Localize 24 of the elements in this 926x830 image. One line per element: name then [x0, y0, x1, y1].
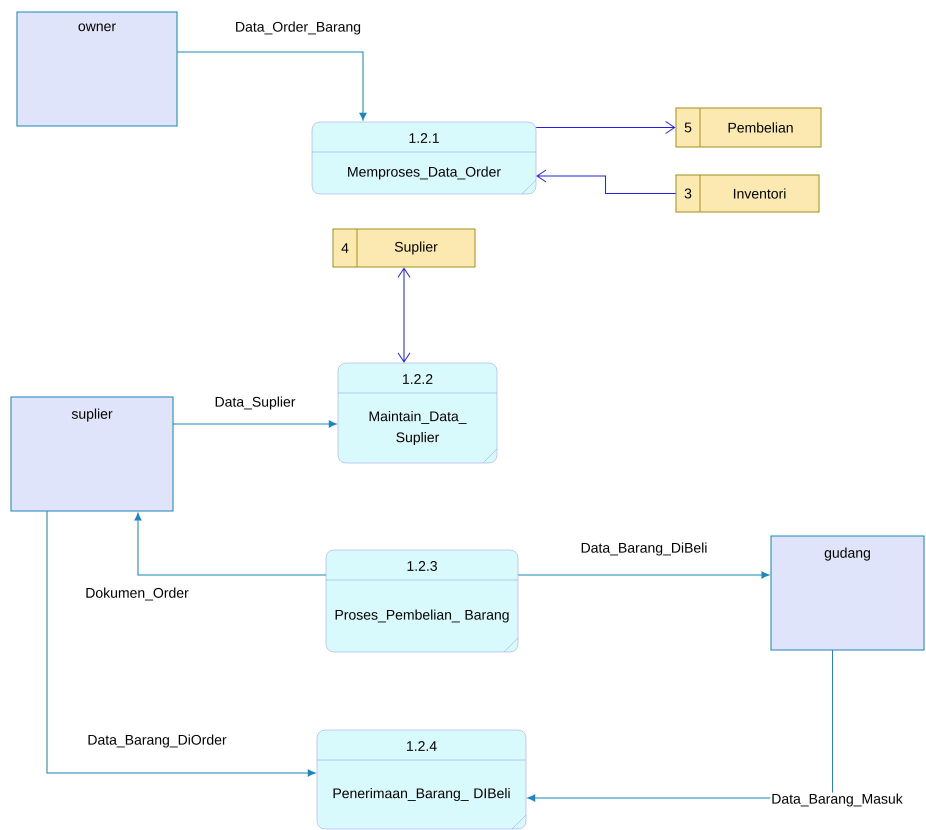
arrow — [518, 571, 770, 579]
arrow — [398, 268, 410, 363]
edge-label: Data_Order_Barang — [234, 20, 362, 36]
external-entity-box: owner — [16, 12, 178, 126]
external-entity-box: gudang — [770, 536, 924, 650]
arrow — [173, 420, 337, 428]
process-box: 1.2.2 Maintain_Data_ Suplier — [338, 362, 498, 464]
data-store-box: 4 Suplier — [332, 228, 476, 268]
edge-label: Data_Barang_DiOrder — [86, 733, 228, 749]
edge-label: Dokumen_Order — [84, 586, 190, 602]
process-box: 1.2.3 Proses_Pembelian_ Barang — [326, 550, 518, 652]
process-box: 1.2.4 Penerimaan_Barang_ DIBeli — [316, 730, 526, 830]
edge-label: Data_Barang_Masuk — [770, 792, 904, 808]
data-store-box: 5 Pembelian — [676, 108, 822, 148]
process-box: 1.2.1 Memproses_Data_Order — [312, 122, 536, 194]
arrow — [46, 511, 316, 777]
edge-label: Data_Barang_DiBeli — [580, 541, 708, 557]
arrow — [536, 170, 676, 194]
arrow — [177, 52, 367, 121]
data-store-box: 3 Inventori — [676, 174, 820, 212]
arrow — [536, 121, 676, 134]
external-entity-box: suplier — [10, 396, 174, 512]
arrow — [134, 512, 326, 576]
edge-label: Data_Suplier — [214, 395, 296, 411]
